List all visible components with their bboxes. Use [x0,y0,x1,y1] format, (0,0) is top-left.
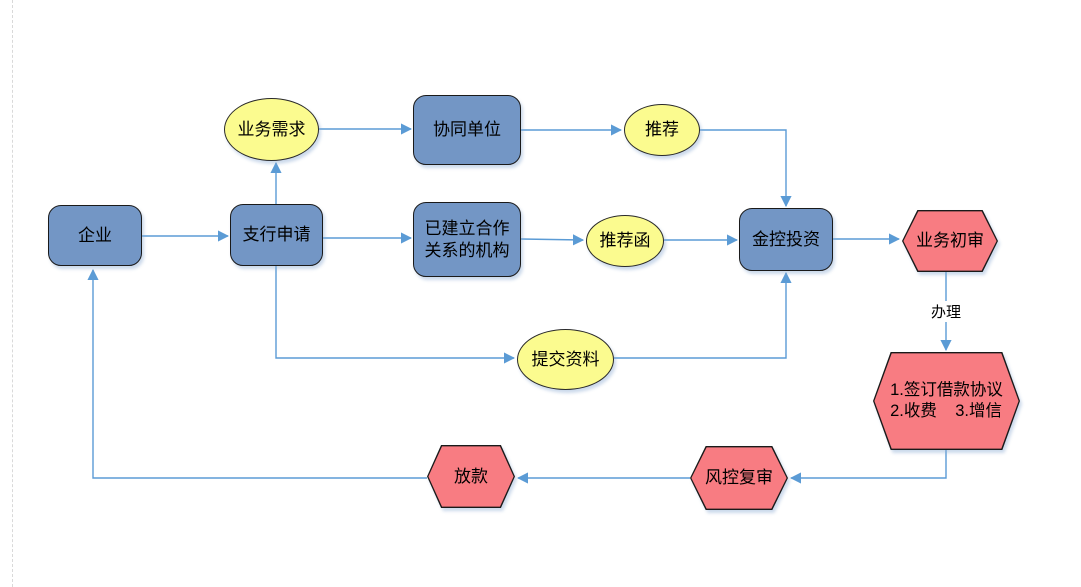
edge-loan-enterprise [87,268,427,479]
edge-branch-submit [275,266,516,364]
sign-agreement-line1: 1.签订借款协议 [890,381,1003,400]
node-risk-control-review: 风控复审 [690,446,788,510]
edge-sign-riskreview [789,450,947,484]
node-enterprise-label: 企业 [78,225,112,245]
node-established-institution-label: 已建立合作 关系的机构 [425,218,510,261]
established-line1: 已建立合作 [424,219,510,239]
node-business-demand-label: 业务需求 [237,119,306,139]
hexagon-fill [903,211,997,271]
hexagon-fill [428,446,514,507]
node-recommend-label: 推荐 [645,120,679,140]
edge-submit-jinkong [614,271,792,359]
edge-recommend-jinkong [700,129,792,208]
node-branch-application-label: 支行申请 [242,225,311,245]
node-business-initial-review-label: 业务初审 [916,231,984,251]
node-sign-agreement: 1.签订借款协议 2.收费 3.增信 [873,352,1020,450]
node-recommend: 推荐 [624,104,700,156]
node-established-institution: 已建立合作 关系的机构 [413,202,521,277]
node-branch-application: 支行申请 [230,204,323,266]
edge-label-handle: 办理 [918,301,974,322]
sign-agreement-line2: 2.收费 3.增信 [890,402,1002,420]
node-enterprise: 企业 [48,205,142,266]
node-recommendation-letter: 推荐函 [586,215,664,267]
node-recommendation-letter-label: 推荐函 [599,231,651,251]
node-risk-control-review-label: 风控复审 [705,468,773,488]
hexagon-fill [691,447,787,509]
node-submit-materials: 提交资料 [517,329,614,390]
node-sign-agreement-label: 1.签订借款协议 2.收费 3.增信 [890,380,1003,421]
node-business-initial-review: 业务初审 [902,210,998,272]
node-collaborative-unit-label: 协同单位 [433,120,501,140]
node-jinkong-investment-label: 金控投资 [752,229,820,249]
edge-established-recletter [520,234,585,246]
node-collaborative-unit: 协同单位 [413,95,521,165]
node-submit-materials-label: 提交资料 [531,349,600,369]
established-line2: 关系的机构 [424,240,510,260]
hexagon-fill [874,353,1019,449]
node-business-demand: 业务需求 [224,98,319,161]
node-loan-disbursement: 放款 [427,445,515,508]
node-jinkong-investment: 金控投资 [739,208,833,271]
node-loan-disbursement-label: 放款 [454,466,488,486]
page-margin-guide [12,0,13,587]
